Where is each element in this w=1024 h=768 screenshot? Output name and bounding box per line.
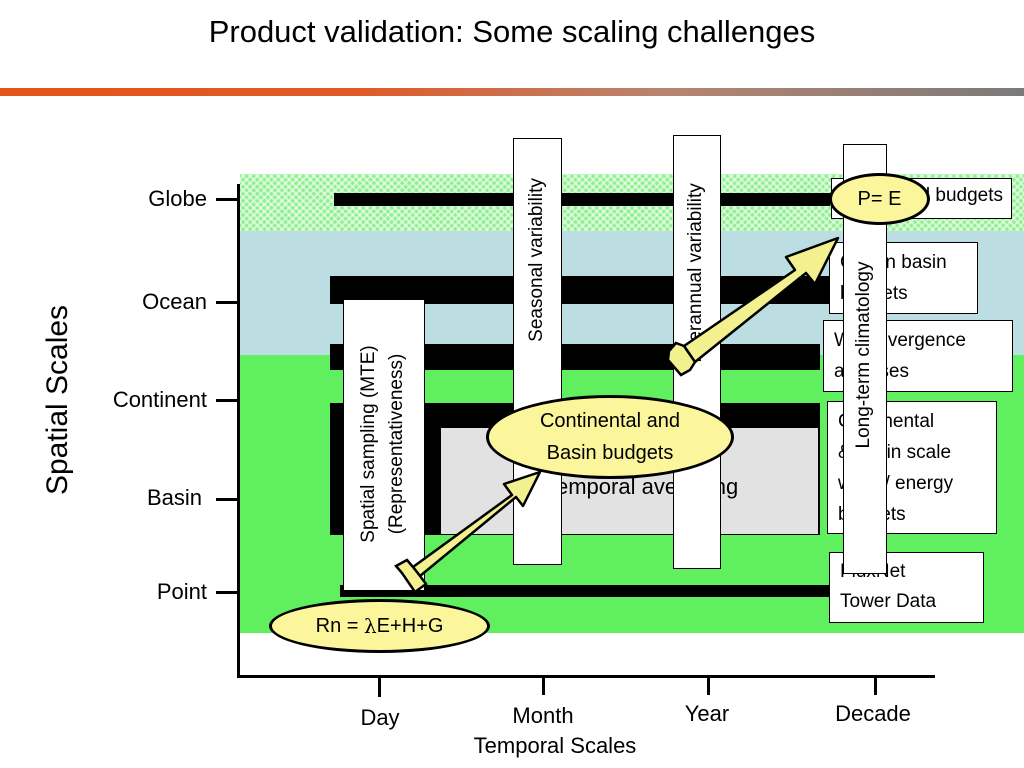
- y-tick-basin: [216, 498, 238, 501]
- x-tick-year: [707, 675, 710, 695]
- x-label-decade: Decade: [835, 701, 911, 726]
- title-divider: [0, 88, 1024, 96]
- y-label-globe: Globe: [148, 186, 207, 211]
- x-axis-title: Temporal Scales: [473, 733, 637, 758]
- y-tick-continent: [216, 399, 238, 402]
- pe-text: P= E: [857, 187, 902, 210]
- spatial-sampling-bar: [343, 299, 425, 591]
- y-label-ocean: Ocean: [142, 289, 207, 314]
- y-label-point: Point: [156, 579, 207, 604]
- x-tick-decade: [874, 675, 877, 695]
- y-tick-point: [216, 591, 238, 594]
- y-label-continent: Continent: [112, 387, 207, 412]
- rn-prefix: Rn =: [315, 614, 364, 637]
- y-axis-line: [237, 184, 240, 678]
- y-tick-ocean: [216, 301, 238, 304]
- arrow-rn-to-continental: [394, 470, 542, 594]
- fluxnet-line2: Tower Data: [840, 591, 937, 612]
- y-label-basin: Basin: [146, 485, 202, 510]
- x-tick-month: [542, 675, 545, 695]
- page-title: Product validation: Some scaling challen…: [208, 14, 816, 49]
- x-tick-day: [378, 675, 381, 697]
- y-tick-globe: [216, 198, 238, 201]
- x-axis-line: [237, 675, 935, 678]
- continental-basin-ellipse: Continental and Basin budgets: [486, 395, 734, 479]
- continental-ellipse-line2: Basin budgets: [546, 442, 674, 464]
- x-label-year: Year: [684, 701, 730, 726]
- arrow-continental-to-pe: [666, 236, 840, 377]
- lambda-symbol: λ: [363, 614, 377, 638]
- x-label-month: Month: [512, 703, 574, 728]
- x-label-day: Day: [360, 705, 400, 730]
- pe-ellipse: P= E: [829, 173, 930, 225]
- rn-suffix: E+H+G: [376, 614, 444, 637]
- bar-point: [340, 585, 830, 597]
- continental-ellipse-line1: Continental and: [539, 410, 681, 432]
